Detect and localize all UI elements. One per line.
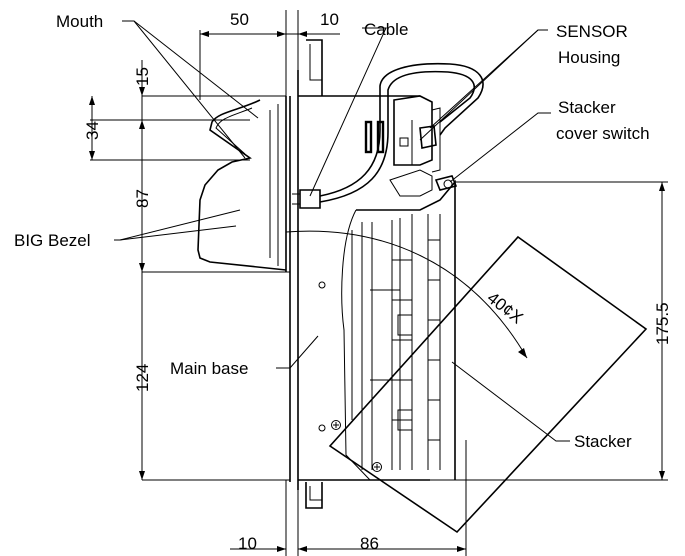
big-bezel-label: BIG Bezel bbox=[14, 231, 91, 250]
right-dimension-lines bbox=[430, 181, 668, 481]
main-base-label: Main base bbox=[170, 359, 248, 378]
internal-frame bbox=[361, 214, 441, 470]
dim-left-87: 87 bbox=[133, 189, 152, 208]
bezel-outline bbox=[197, 96, 287, 272]
top-dimension-lines bbox=[199, 10, 340, 100]
cable-label: Cable bbox=[364, 20, 408, 39]
dim-top-width: 50 bbox=[230, 10, 249, 29]
main-base-plate bbox=[289, 39, 456, 509]
left-dimension-lines bbox=[89, 60, 290, 481]
dim-left-15: 15 bbox=[133, 67, 152, 86]
dim-left-34: 34 bbox=[83, 121, 102, 140]
dimension-values: 50 10 15 34 87 124 175.5 10 86 bbox=[83, 10, 672, 553]
dim-right-height: 175.5 bbox=[653, 302, 672, 345]
dim-top-gap: 10 bbox=[320, 10, 339, 29]
leader-lines bbox=[114, 20, 570, 442]
dim-bottom-gap: 10 bbox=[238, 534, 257, 553]
stacker-cover-label-line2: cover switch bbox=[556, 124, 650, 143]
swing-arc bbox=[285, 230, 528, 359]
stacker-body bbox=[328, 235, 648, 534]
sensor-label-line2: Housing bbox=[558, 48, 620, 67]
dim-bottom-width: 86 bbox=[360, 534, 379, 553]
cable-assembly bbox=[292, 62, 484, 209]
bottom-dimension-lines bbox=[230, 440, 467, 556]
stacker-cover-label-line1: Stacker bbox=[558, 98, 616, 117]
angle-label: 40¢X bbox=[484, 288, 527, 327]
dim-left-124: 124 bbox=[133, 364, 152, 392]
mouth-label: Mouth bbox=[56, 12, 103, 31]
stacker-label: Stacker bbox=[574, 432, 632, 451]
sensor-label-line1: SENSOR bbox=[556, 22, 628, 41]
